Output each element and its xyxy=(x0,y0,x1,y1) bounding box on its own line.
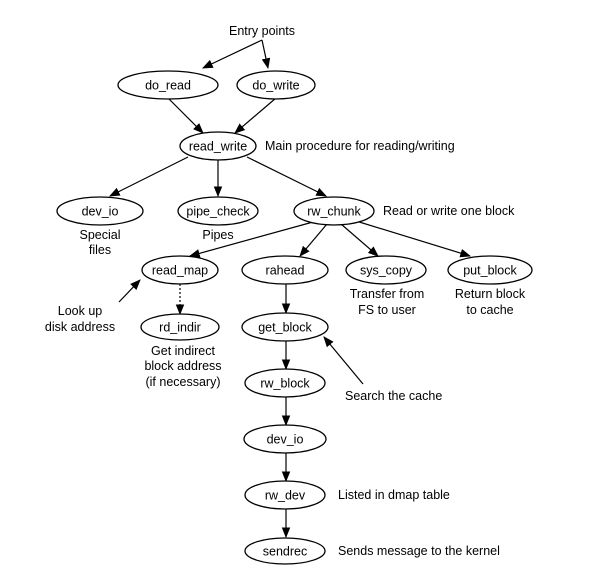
node-rw-dev: rw_dev xyxy=(244,480,326,510)
node-label: do_write xyxy=(252,79,299,93)
edge-entry-to-do-read xyxy=(202,39,263,69)
edge-search-cache-pointer xyxy=(323,336,364,385)
note-search-cache: Search the cache xyxy=(345,389,442,403)
node-rd-indir: rd_indir xyxy=(140,313,220,341)
edge-look-up-pointer xyxy=(118,279,141,303)
node-label: read_map xyxy=(152,264,208,278)
note-look-up-line-2: disk address xyxy=(45,320,115,334)
node-label: sendrec xyxy=(263,545,307,559)
note-main-procedure: Main procedure for reading/writing xyxy=(265,139,455,153)
node-pipe-check: pipe_check xyxy=(177,196,259,226)
note-get-indirect-line-1: Get indirect xyxy=(151,344,215,358)
node-sendrec: sendrec xyxy=(244,537,326,565)
edge-read-write-to-rw-chunk xyxy=(246,156,327,197)
note-return-block-line-2: to cache xyxy=(466,303,513,317)
edges xyxy=(109,39,472,539)
edge-do-read-to-read-write xyxy=(167,97,204,134)
node-label: dev_io xyxy=(82,205,119,219)
note-transfer-line-1: Transfer from xyxy=(350,287,425,301)
note-return-block-line-1: Return block xyxy=(455,287,526,301)
edge-rw-chunk-to-rahead xyxy=(299,223,328,257)
node-rw-chunk: rw_chunk xyxy=(293,196,375,226)
node-rw-block: rw_block xyxy=(244,368,326,398)
node-label: rw_dev xyxy=(265,489,306,503)
edge-rw-chunk-to-put-block xyxy=(355,220,472,258)
node-read-write: read_write xyxy=(179,131,257,161)
node-label: put_block xyxy=(463,264,517,278)
edge-do-write-to-read-write xyxy=(234,97,277,134)
node-do-write: do_write xyxy=(236,70,316,100)
note-special-files-line-2: files xyxy=(89,243,111,257)
edge-rw-chunk-to-sys-copy xyxy=(340,223,379,257)
note-entry-points: Entry points xyxy=(229,24,295,38)
node-label: dev_io xyxy=(267,433,304,447)
note-listed-in-dmap: Listed in dmap table xyxy=(338,488,450,502)
node-do-read: do_read xyxy=(117,70,219,100)
note-read-write-one-block: Read or write one block xyxy=(383,204,515,218)
note-special-files-line-1: Special xyxy=(80,228,121,242)
edge-read-write-to-dev-io xyxy=(109,156,189,197)
node-dev-io-top: dev_io xyxy=(56,196,144,226)
note-get-indirect-line-2: block address xyxy=(144,359,221,373)
node-label: rw_block xyxy=(260,377,310,391)
node-label: pipe_check xyxy=(186,205,250,219)
node-read-map: read_map xyxy=(141,255,219,285)
node-label: do_read xyxy=(145,79,191,93)
node-rahead: rahead xyxy=(241,255,329,285)
node-label: sys_copy xyxy=(360,264,413,278)
node-label: rw_chunk xyxy=(307,205,361,219)
node-label: rd_indir xyxy=(159,321,201,335)
note-get-indirect-line-3: (if necessary) xyxy=(145,375,220,389)
node-dev-io-bottom: dev_io xyxy=(243,424,327,454)
node-label: get_block xyxy=(258,321,312,335)
node-get-block: get_block xyxy=(241,312,329,342)
edge-entry-to-do-write xyxy=(261,39,271,70)
edge-rw-chunk-to-read-map xyxy=(188,221,314,258)
node-label: read_write xyxy=(189,140,247,154)
note-sends-message: Sends message to the kernel xyxy=(338,544,500,558)
note-look-up-line-1: Look up xyxy=(58,304,103,318)
node-put-block: put_block xyxy=(447,255,533,285)
node-sys-copy: sys_copy xyxy=(345,255,427,285)
note-pipes: Pipes xyxy=(202,228,233,242)
node-label: rahead xyxy=(266,264,305,278)
note-transfer-line-2: FS to user xyxy=(358,303,416,317)
